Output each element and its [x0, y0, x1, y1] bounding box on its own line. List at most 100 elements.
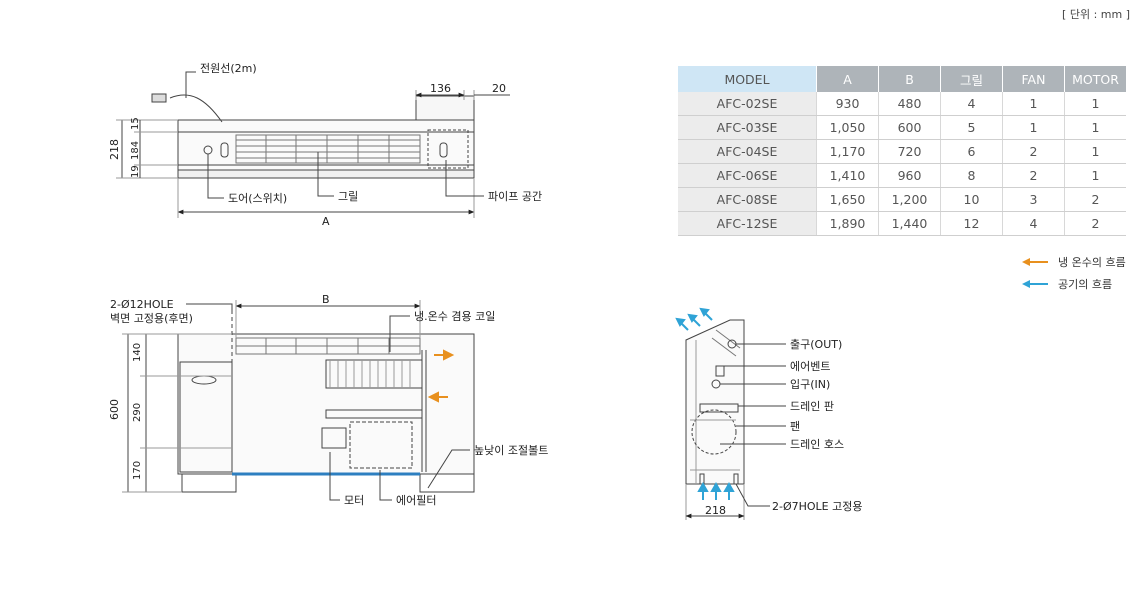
coolant-arrows — [427, 349, 455, 403]
fan-cell: 1 — [1002, 115, 1065, 140]
power-cable-line — [169, 94, 223, 123]
side-dim-218-label: 218 — [705, 504, 726, 517]
side-view — [685, 319, 786, 520]
fan-cell: 4 — [1002, 211, 1065, 236]
header-model: MODEL — [678, 66, 817, 92]
legend-coolant: 냉 온수의 흐름 — [1022, 254, 1126, 270]
door-switch-slot — [220, 142, 229, 158]
grille-cell: 4 — [940, 92, 1003, 116]
table-row: AFC-04SE 1,170 720 6 2 1 — [678, 139, 1126, 164]
motor-cell: 1 — [1064, 139, 1126, 164]
coil-leader — [389, 315, 410, 352]
dim-600-label: 600 — [108, 399, 121, 420]
legend-air: 공기의 흐름 — [1022, 276, 1112, 292]
header-grille: 그릴 — [940, 66, 1003, 92]
air-vent — [715, 365, 725, 377]
dim-290-label: 290 — [132, 403, 143, 422]
b-cell: 960 — [878, 163, 941, 188]
pipe-space-outline — [427, 129, 469, 169]
model-cell: AFC-08SE — [678, 187, 817, 212]
b-cell: 480 — [878, 92, 941, 116]
front-body — [177, 119, 475, 171]
side-view-labels: 출구(OUT) 에어벤트 입구(IN) 드레인 판 팬 드레인 호스 2-Ø7H… — [705, 338, 863, 517]
dim-19-label: 19 — [130, 165, 141, 178]
a-cell: 1,890 — [816, 211, 879, 236]
model-cell: AFC-02SE — [678, 92, 817, 116]
front-grille — [235, 134, 421, 164]
grille-leader — [317, 152, 334, 197]
power-cable-label: 전원선(2m) — [200, 62, 257, 75]
door-leader — [207, 154, 224, 199]
power-cable-leader — [185, 71, 196, 98]
b-cell: 600 — [878, 115, 941, 140]
motor-label: 모터 — [344, 494, 364, 507]
b-cell: 1,200 — [878, 187, 941, 212]
fan-circle — [691, 409, 737, 455]
legend-coolant-label: 냉 온수의 흐름 — [1058, 256, 1126, 269]
side-drain-pan — [699, 403, 739, 413]
fan-cell: 2 — [1002, 139, 1065, 164]
header-fan: FAN — [1002, 66, 1065, 92]
air-vent-label: 에어벤트 — [790, 360, 830, 373]
pipe-box — [415, 95, 475, 121]
dim-140-label: 140 — [132, 343, 143, 362]
legend-air-label: 공기의 흐름 — [1058, 278, 1113, 291]
fan-cell: 1 — [1002, 92, 1065, 116]
header-a: A — [816, 66, 879, 92]
motor-cell: 1 — [1064, 163, 1126, 188]
wall-fix-label: 벽면 고정용(후면) — [110, 312, 193, 325]
grille-cell: 8 — [940, 163, 1003, 188]
a-cell: 1,170 — [816, 139, 879, 164]
bolt-leader — [427, 449, 470, 489]
blue-arrow-icon — [1022, 280, 1048, 288]
drain-hose-label: 드레인 호스 — [790, 438, 844, 451]
hole-leader — [186, 303, 233, 312]
a-cell: 930 — [816, 92, 879, 116]
inner-leg-right — [419, 473, 475, 493]
side-hole-label: 2-Ø7HOLE 고정용 — [772, 500, 863, 513]
a-cell: 1,650 — [816, 187, 879, 212]
drain-pan-label: 드레인 판 — [790, 400, 834, 413]
table-row: AFC-08SE 1,650 1,200 10 3 2 — [678, 187, 1126, 212]
grille-cell: 12 — [940, 211, 1003, 236]
unit-label: [ 단위 : mm ] — [1062, 8, 1130, 21]
grille-label: 그릴 — [338, 190, 358, 203]
motor-body — [321, 427, 347, 449]
inner-leg-left — [181, 473, 237, 493]
dim-b-label: B — [322, 293, 330, 306]
motor-cell: 2 — [1064, 187, 1126, 212]
grille-cell: 5 — [940, 115, 1003, 140]
spec-header-row: MODEL A B 그릴 FAN MOTOR — [678, 66, 1126, 92]
fan-cell: 3 — [1002, 187, 1065, 212]
inner-view-labels: 2-Ø12HOLE 벽면 고정용(후면) B 냉.온수 겸용 코일 높낮이 조절… — [108, 293, 548, 507]
spec-table: MODEL A B 그릴 FAN MOTOR AFC-02SE 930 480 … — [678, 66, 1126, 236]
front-base — [177, 169, 475, 179]
inner-grille — [235, 337, 421, 355]
dim-136-label: 136 — [430, 82, 451, 95]
fan-housing — [349, 421, 413, 469]
inner-body — [177, 333, 475, 475]
table-row: AFC-06SE 1,410 960 8 2 1 — [678, 163, 1126, 188]
outlet-label: 출구(OUT) — [790, 338, 842, 351]
model-cell: AFC-06SE — [678, 163, 817, 188]
pipe-space-label: 파이프 공간 — [488, 190, 542, 203]
table-row: AFC-12SE 1,890 1,440 12 4 2 — [678, 211, 1126, 236]
motor-cell: 2 — [1064, 211, 1126, 236]
grille-cell: 6 — [940, 139, 1003, 164]
model-cell: AFC-12SE — [678, 211, 817, 236]
pipe-slot — [439, 142, 448, 158]
hole-label: 2-Ø12HOLE — [110, 298, 174, 311]
inlet-label: 입구(IN) — [790, 378, 830, 391]
header-b: B — [878, 66, 941, 92]
height-bolt-label: 높낮이 조절볼트 — [474, 444, 548, 457]
front-view-labels: 전원선(2m) 도어(스위치) 그릴 파이프 공간 A 136 20 218 1… — [108, 62, 542, 228]
motor-cell: 1 — [1064, 115, 1126, 140]
air-filter-label: 에어필터 — [396, 494, 436, 507]
table-row: AFC-02SE 930 480 4 1 1 — [678, 92, 1126, 116]
grille-cell: 10 — [940, 187, 1003, 212]
b-cell: 1,440 — [878, 211, 941, 236]
door-switch-label: 도어(스위치) — [228, 192, 287, 205]
pipe-leader — [445, 160, 484, 197]
header-motor: MOTOR — [1064, 66, 1126, 92]
